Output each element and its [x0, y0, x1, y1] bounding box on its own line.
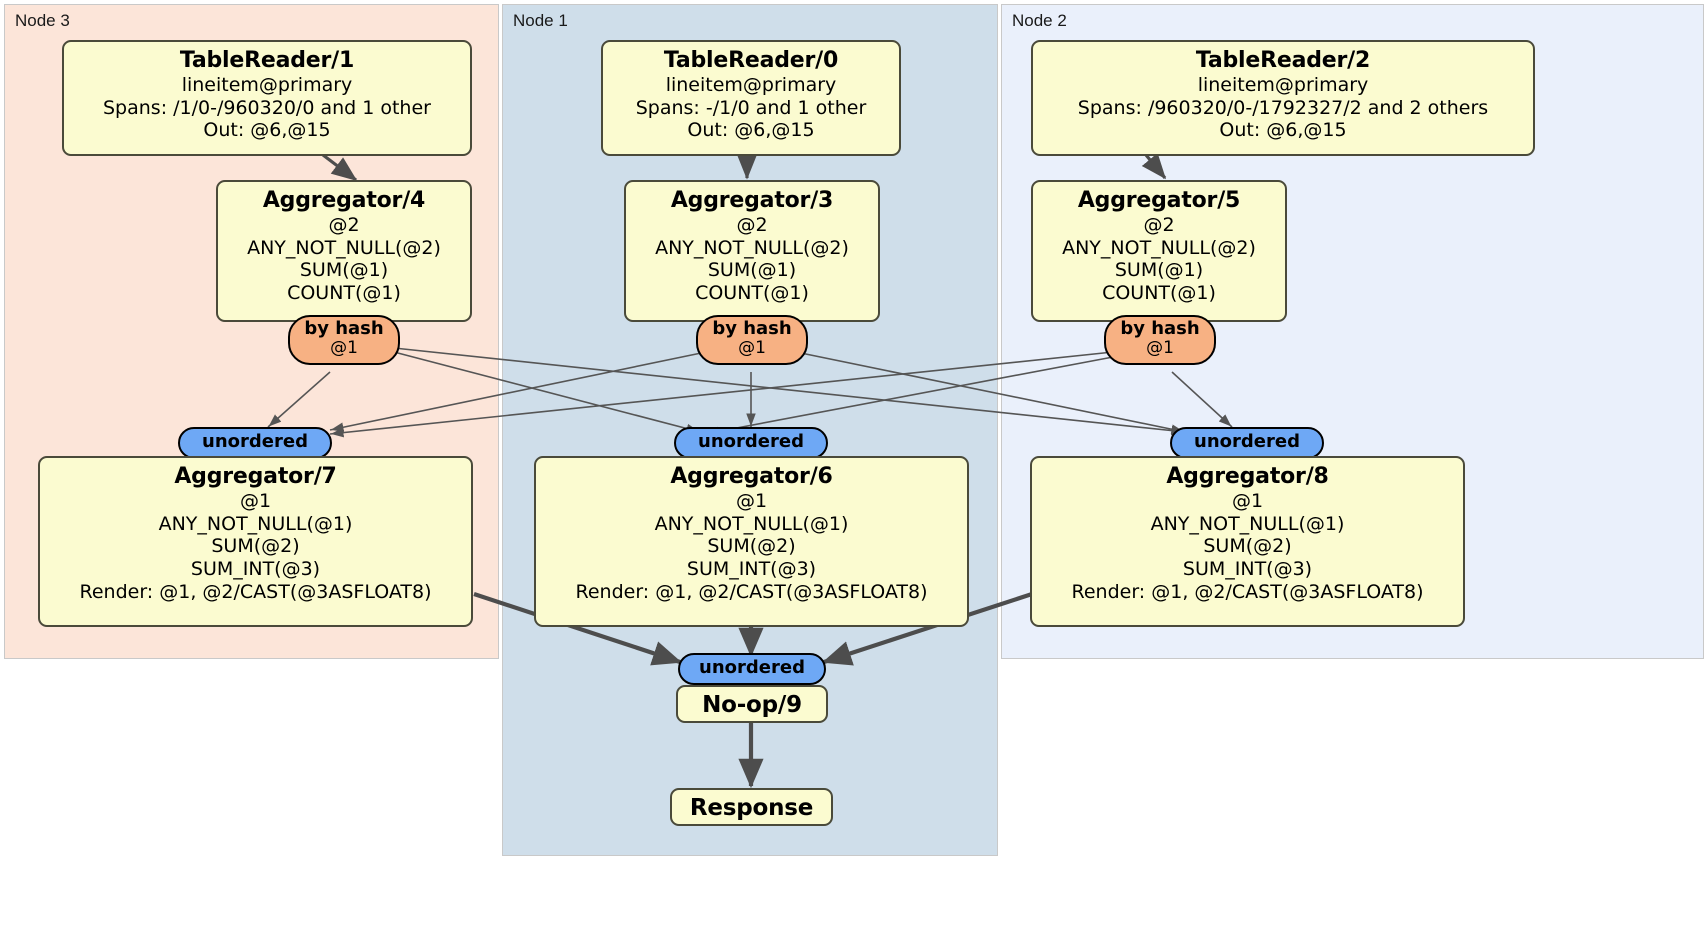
processor-title: Aggregator/4: [262, 188, 426, 213]
processor-line: SUM_INT(@3): [686, 558, 817, 580]
router-label: by hash: [1120, 318, 1200, 339]
processor-line: SUM_INT(@3): [1182, 558, 1313, 580]
processor-line: Out: @6,@15: [687, 119, 815, 142]
processor-line: Spans: /960320/0-/1792327/2 and 2 others: [1077, 96, 1489, 119]
router-sublabel: @1: [330, 337, 358, 358]
processor-aggregator-5[interactable]: Aggregator/5 @2 ANY_NOT_NULL(@2) SUM(@1)…: [1031, 180, 1287, 322]
processor-tablereader-2[interactable]: TableReader/2 lineitem@primary Spans: /9…: [1031, 40, 1535, 156]
processor-line: lineitem@primary: [1197, 74, 1369, 97]
router-by-hash-aggregator-4[interactable]: by hash @1: [288, 315, 400, 365]
router-sublabel: @1: [1146, 337, 1174, 358]
processor-line: ANY_NOT_NULL(@2): [247, 236, 441, 259]
processor-line: @2: [736, 214, 768, 237]
router-label: by hash: [304, 318, 384, 339]
processor-line: COUNT(@1): [695, 282, 809, 304]
processor-line: SUM(@2): [707, 535, 796, 558]
processor-line: Spans: -/1/0 and 1 other: [635, 96, 867, 119]
synchronizer-unordered-aggregator-6[interactable]: unordered: [674, 427, 828, 459]
processor-line: lineitem@primary: [181, 74, 353, 97]
processor-response[interactable]: Response: [670, 788, 833, 826]
processor-line: @2: [328, 214, 360, 237]
processor-aggregator-6[interactable]: Aggregator/6 @1 ANY_NOT_NULL(@1) SUM(@2)…: [534, 456, 969, 627]
synchronizer-label: unordered: [698, 431, 804, 452]
processor-line: SUM(@1): [707, 259, 797, 282]
synchronizer-label: unordered: [699, 657, 805, 678]
processor-line: SUM_INT(@3): [190, 558, 321, 580]
processor-aggregator-3[interactable]: Aggregator/3 @2 ANY_NOT_NULL(@2) SUM(@1)…: [624, 180, 880, 322]
processor-line: ANY_NOT_NULL(@2): [655, 236, 849, 259]
processor-title: Aggregator/7: [174, 464, 337, 489]
router-sublabel: @1: [738, 337, 766, 358]
processor-line: ANY_NOT_NULL(@1): [158, 512, 353, 535]
processor-line: SUM(@1): [299, 259, 389, 282]
processor-title: Aggregator/3: [670, 188, 834, 213]
processor-title: Aggregator/6: [670, 464, 833, 489]
processor-line: Out: @6,@15: [203, 119, 331, 142]
processor-line: ANY_NOT_NULL(@2): [1062, 236, 1256, 259]
processor-line: ANY_NOT_NULL(@1): [1150, 512, 1345, 535]
processor-line: Render: @1, @2/CAST(@3ASFLOAT8): [79, 580, 432, 603]
synchronizer-label: unordered: [202, 431, 308, 452]
processor-title: TableReader/1: [179, 48, 355, 73]
processor-title: TableReader/2: [1195, 48, 1371, 73]
processor-title: Aggregator/8: [1166, 464, 1329, 489]
processor-no-op-9[interactable]: No-op/9: [676, 685, 828, 723]
synchronizer-unordered-aggregator-8[interactable]: unordered: [1170, 427, 1324, 459]
processor-line: Render: @1, @2/CAST(@3ASFLOAT8): [1071, 580, 1424, 603]
processor-title: No-op/9: [702, 692, 802, 718]
processor-line: @1: [735, 490, 768, 513]
processor-line: @1: [239, 490, 272, 513]
processor-line: Spans: /1/0-/960320/0 and 1 other: [103, 96, 431, 119]
router-by-hash-aggregator-3[interactable]: by hash @1: [696, 315, 808, 365]
processor-line: Out: @6,@15: [1219, 119, 1347, 142]
processor-line: SUM(@2): [1203, 535, 1292, 558]
processor-line: COUNT(@1): [1102, 282, 1216, 304]
processor-aggregator-4[interactable]: Aggregator/4 @2 ANY_NOT_NULL(@2) SUM(@1)…: [216, 180, 472, 322]
synchronizer-label: unordered: [1194, 431, 1300, 452]
processor-title: Response: [689, 795, 814, 821]
router-by-hash-aggregator-5[interactable]: by hash @1: [1104, 315, 1216, 365]
region-label-node-1: Node 1: [513, 11, 568, 30]
processor-line: @2: [1143, 214, 1175, 237]
processor-title: Aggregator/5: [1077, 188, 1241, 213]
processor-line: lineitem@primary: [665, 74, 837, 97]
processor-tablereader-0[interactable]: TableReader/0 lineitem@primary Spans: -/…: [601, 40, 901, 156]
processor-line: SUM(@1): [1114, 259, 1204, 282]
processor-title: TableReader/0: [663, 48, 839, 73]
synchronizer-unordered-aggregator-7[interactable]: unordered: [178, 427, 332, 459]
processor-line: Render: @1, @2/CAST(@3ASFLOAT8): [575, 580, 928, 603]
processor-aggregator-7[interactable]: Aggregator/7 @1 ANY_NOT_NULL(@1) SUM(@2)…: [38, 456, 473, 627]
synchronizer-unordered-no-op-9[interactable]: unordered: [678, 653, 826, 685]
processor-line: SUM(@2): [211, 535, 300, 558]
region-label-node-3: Node 3: [15, 11, 70, 30]
processor-aggregator-8[interactable]: Aggregator/8 @1 ANY_NOT_NULL(@1) SUM(@2)…: [1030, 456, 1465, 627]
processor-line: @1: [1231, 490, 1264, 513]
processor-tablereader-1[interactable]: TableReader/1 lineitem@primary Spans: /1…: [62, 40, 472, 156]
region-label-node-2: Node 2: [1012, 11, 1067, 30]
processor-line: ANY_NOT_NULL(@1): [654, 512, 849, 535]
processor-line: COUNT(@1): [287, 282, 401, 304]
router-label: by hash: [712, 318, 792, 339]
